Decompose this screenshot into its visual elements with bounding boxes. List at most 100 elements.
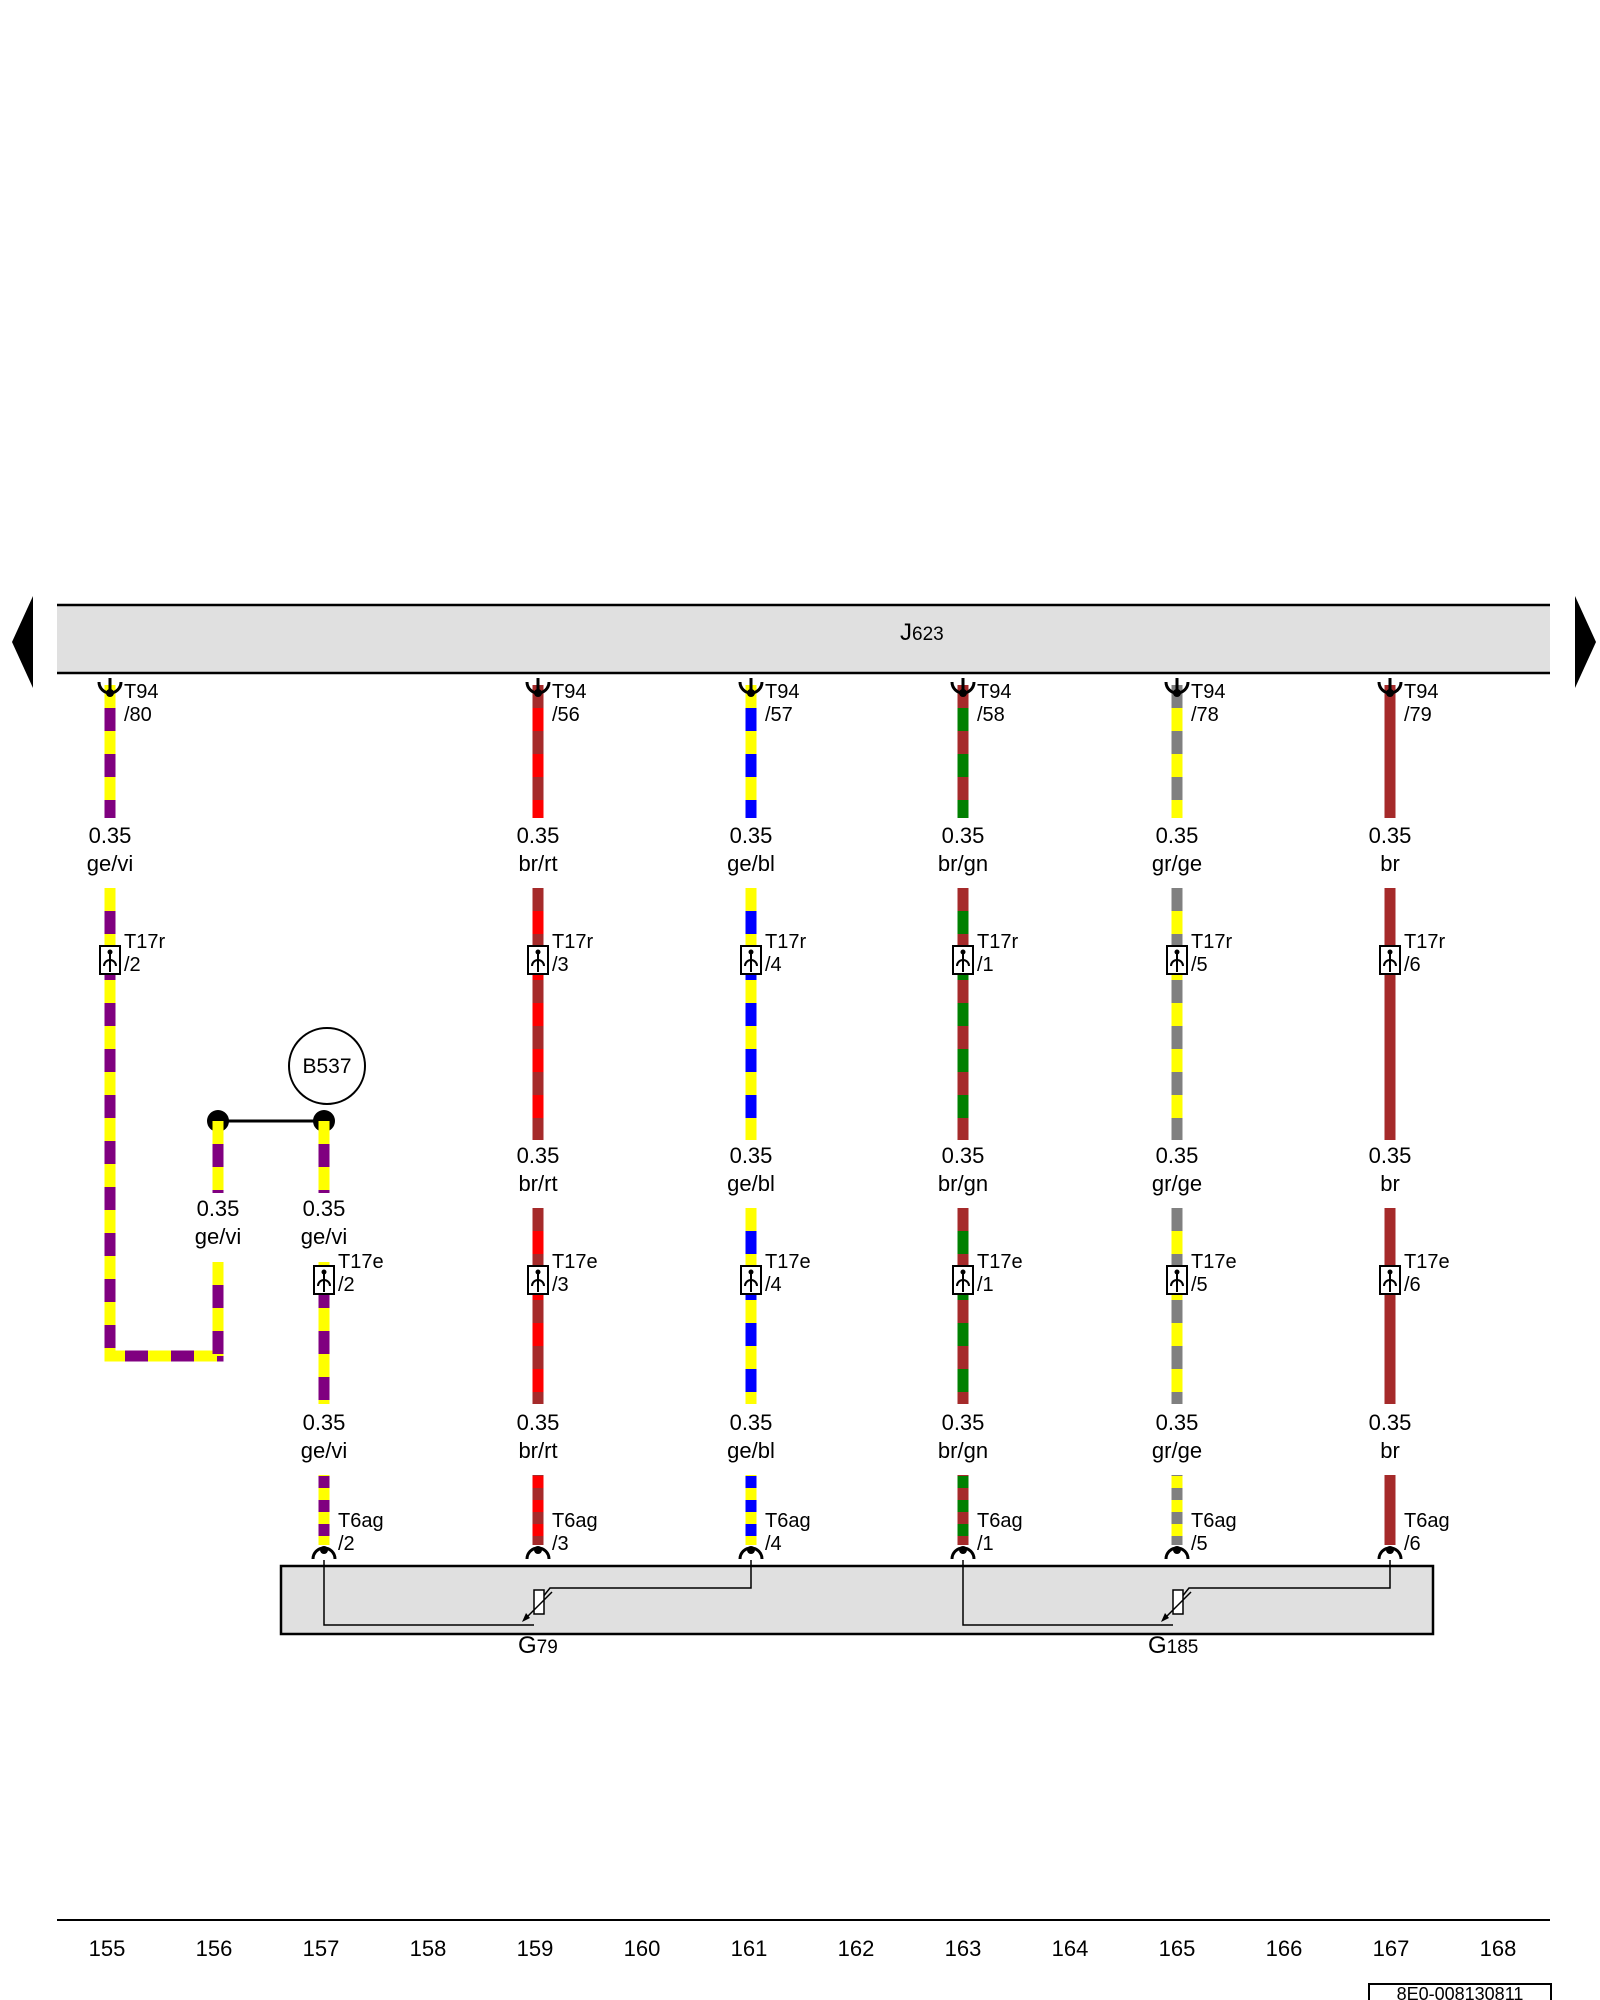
wire-label-c161-3-color: ge/bl <box>727 1438 775 1463</box>
conn-c165-t17r <box>1166 945 1188 975</box>
ruler-tick-165: 165 <box>1159 1936 1196 1961</box>
conn-c165-t17e-name: T17e <box>1191 1251 1237 1273</box>
ruler-tick-159: 159 <box>517 1936 554 1961</box>
ruler-tick-156: 156 <box>196 1936 233 1961</box>
ruler-tick-157: 157 <box>303 1936 340 1961</box>
conn-c155-t17r <box>99 945 121 975</box>
wire-label-c165-3-gauge: 0.35 <box>1156 1410 1199 1435</box>
conn-c167-t94-name: T94 <box>1404 681 1438 703</box>
conn-c159-t6ag-pin: /3 <box>552 1533 569 1555</box>
conn-c159-t17r-name: T17r <box>552 931 593 953</box>
wire-label-c161-1-gauge: 0.35 <box>730 823 773 848</box>
sensor-g79-element <box>323 1560 752 1626</box>
wire-label-c167-2-color: br <box>1380 1171 1400 1196</box>
conn-c155-t94-name: T94 <box>124 681 158 703</box>
pin-c155-t94 <box>97 678 123 697</box>
conn-c161-t17e <box>740 1265 762 1295</box>
wire-label-c165-2-gauge: 0.35 <box>1156 1143 1199 1168</box>
splice-label: B537 <box>302 1055 351 1078</box>
conn-c155-t94-pin: /80 <box>124 704 152 726</box>
continue-right-arrow-icon <box>1575 596 1596 688</box>
sensor-label-g79: G79 <box>518 1632 558 1659</box>
conn-c163-t17r-pin: /1 <box>977 954 994 976</box>
conn-c161-t94-pin: /57 <box>765 704 793 726</box>
wire-label-splice-right-gauge: 0.35 <box>303 1196 346 1221</box>
conn-c159-t17r <box>527 945 549 975</box>
ruler-tick-155: 155 <box>89 1936 126 1961</box>
wire-label-c159-3-color: br/rt <box>518 1438 557 1463</box>
conn-c165-t6ag-pin: /5 <box>1191 1533 1208 1555</box>
conn-c157-t6ag-name: T6ag <box>338 1510 384 1532</box>
conn-c161-t94-name: T94 <box>765 681 799 703</box>
conn-c163-t6ag-name: T6ag <box>977 1510 1023 1532</box>
ruler-tick-158: 158 <box>410 1936 447 1961</box>
conn-c165-t17r-pin: /5 <box>1191 954 1208 976</box>
conn-c167-t17r-pin: /6 <box>1404 954 1421 976</box>
wire-label-c159-2-gauge: 0.35 <box>517 1143 560 1168</box>
conn-c165-t94-name: T94 <box>1191 681 1225 703</box>
ruler-tick-167: 167 <box>1373 1936 1410 1961</box>
sensor-block <box>279 1560 1435 1636</box>
wire-label-c159-2-color: br/rt <box>518 1171 557 1196</box>
wire-label-c163-2-color: br/gn <box>938 1171 988 1196</box>
conn-c155-t17r-name: T17r <box>124 931 165 953</box>
conn-c163-t94-pin: /58 <box>977 704 1005 726</box>
wire-label-c163-3-color: br/gn <box>938 1438 988 1463</box>
sensor-g185-element <box>962 1560 1391 1626</box>
pin-c159-t94 <box>525 678 551 697</box>
wire-label-c157-3-gauge: 0.35 <box>303 1410 346 1435</box>
ruler-tick-160: 160 <box>624 1936 661 1961</box>
wire-label-c167-1-gauge: 0.35 <box>1369 823 1412 848</box>
conn-c157-t17e <box>313 1265 335 1295</box>
conn-c167-t94-pin: /79 <box>1404 704 1432 726</box>
conn-c159-t94-pin: /56 <box>552 704 580 726</box>
document-id: 8E0-008130811 <box>1368 1983 1552 2000</box>
wire-label-c163-1-gauge: 0.35 <box>942 823 985 848</box>
wire-label-c165-1-color: gr/ge <box>1152 851 1202 876</box>
conn-c163-t17r-name: T17r <box>977 931 1018 953</box>
pin-c165-t6ag <box>1164 1546 1190 1560</box>
conn-c167-t6ag-pin: /6 <box>1404 1533 1421 1555</box>
wire-label-c163-3-gauge: 0.35 <box>942 1410 985 1435</box>
conn-c167-t6ag-name: T6ag <box>1404 1510 1450 1532</box>
pin-c157-t6ag <box>311 1546 337 1560</box>
pin-c167-t6ag <box>1377 1546 1403 1560</box>
conn-c161-t17e-name: T17e <box>765 1251 811 1273</box>
pin-c163-t94 <box>950 678 976 697</box>
ruler-tick-168: 168 <box>1480 1936 1517 1961</box>
conn-c159-t94-name: T94 <box>552 681 586 703</box>
wire-label-c157-3-color: ge/vi <box>301 1438 347 1463</box>
conn-c161-t17e-pin: /4 <box>765 1274 782 1296</box>
wire-label-splice-right-color: ge/vi <box>301 1224 347 1249</box>
wire-label-c161-3-gauge: 0.35 <box>730 1410 773 1435</box>
conn-c157-t17e-pin: /2 <box>338 1274 355 1296</box>
conn-c165-t17r-name: T17r <box>1191 931 1232 953</box>
module-label: J623 <box>900 619 944 646</box>
wire-label-c155-1-gauge: 0.35 <box>89 823 132 848</box>
conn-c161-t6ag-name: T6ag <box>765 1510 811 1532</box>
conn-c163-t6ag-pin: /1 <box>977 1533 994 1555</box>
sensor-label-g185: G185 <box>1148 1632 1198 1659</box>
conn-c157-t17e-name: T17e <box>338 1251 384 1273</box>
ruler-tick-162: 162 <box>838 1936 875 1961</box>
wire-label-splice-left-color: ge/vi <box>195 1224 241 1249</box>
conn-c161-t17r-name: T17r <box>765 931 806 953</box>
pin-c167-t94 <box>1377 678 1403 697</box>
wire-label-c165-2-color: gr/ge <box>1152 1171 1202 1196</box>
conn-c159-t6ag-name: T6ag <box>552 1510 598 1532</box>
wire-label-c155-1-color: ge/vi <box>87 851 133 876</box>
conn-c165-t6ag-name: T6ag <box>1191 1510 1237 1532</box>
conn-c159-t17e-name: T17e <box>552 1251 598 1273</box>
pin-c161-t94 <box>738 678 764 697</box>
module-j623: J623 <box>57 603 1550 675</box>
conn-c167-t17r <box>1379 945 1401 975</box>
pin-c163-t6ag <box>950 1546 976 1560</box>
conn-c155-t17r-pin: /2 <box>124 954 141 976</box>
pin-c159-t6ag <box>525 1546 551 1560</box>
wire-label-c159-3-gauge: 0.35 <box>517 1410 560 1435</box>
splice-b537: B537 <box>207 1027 366 1132</box>
wire-label-c159-1-color: br/rt <box>518 851 557 876</box>
wire-label-c165-1-gauge: 0.35 <box>1156 823 1199 848</box>
conn-c167-t17r-name: T17r <box>1404 931 1445 953</box>
